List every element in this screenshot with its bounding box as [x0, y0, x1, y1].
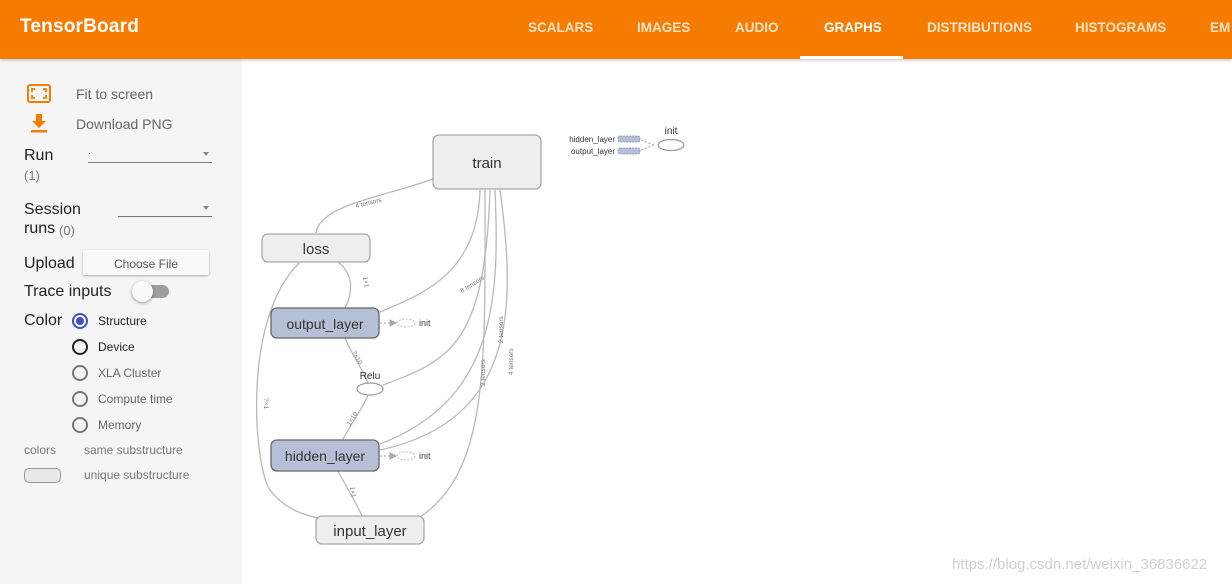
session-runs-label: Session — [24, 201, 81, 218]
run-count: (1) — [24, 168, 40, 183]
fit-to-screen-label: Fit to screen — [76, 86, 154, 102]
node-loss-label: loss — [303, 241, 330, 258]
edge-hidden-input — [337, 470, 363, 517]
top-app-bar: TensorBoard SCALARS IMAGES AUDIO GRAPHS … — [0, 0, 1232, 59]
color-radio-compute-time[interactable] — [72, 391, 88, 407]
active-tab-indicator — [800, 56, 903, 59]
tab-images[interactable]: IMAGES — [637, 20, 691, 35]
chevron-down-icon — [203, 152, 209, 156]
edge-label-hidden-input: 1×1 — [348, 486, 357, 498]
edge-label-train-hidden-b: 4 tensors — [508, 348, 515, 375]
color-option-xla-cluster: XLA Cluster — [98, 366, 162, 380]
edge-train-hidden-a — [379, 189, 497, 445]
node-hidden-layer[interactable]: hidden_layer — [270, 439, 380, 472]
edge-train-input — [419, 189, 486, 518]
sidebar: Fit to screen Download PNG Run (1) . Ses… — [0, 59, 242, 584]
run-label: Run — [24, 147, 54, 164]
edge-label-train-hidden-a: 2 tensors — [498, 316, 505, 343]
edge-label-train-output: 8 tensors — [459, 274, 486, 295]
unique-substructure-label: unique substructure — [84, 468, 190, 482]
edge-loss-input — [255, 261, 319, 519]
aux-input-output-layer: output_layer — [571, 147, 615, 156]
edge-train-loss — [315, 178, 434, 234]
tab-scalars[interactable]: SCALARS — [528, 20, 594, 35]
unique-substructure-swatch — [24, 468, 61, 483]
node-train[interactable]: train — [432, 134, 542, 190]
same-substructure-label: same substructure — [84, 443, 183, 457]
toggle-knob — [132, 281, 153, 302]
node-output-init[interactable]: init — [396, 318, 431, 328]
session-runs-label-2: runs — [24, 220, 56, 237]
edge-label-output-relu: ?×10 — [350, 350, 363, 367]
node-relu-label: Relu — [360, 371, 381, 382]
edge-label-loss-input: ?×1 — [262, 398, 269, 409]
trace-inputs-label: Trace inputs — [24, 283, 112, 300]
aux-output-stack — [617, 147, 641, 155]
edge-relu-train — [382, 189, 491, 386]
choose-file-button[interactable]: Choose File — [83, 250, 209, 275]
edge-loss-output — [337, 261, 352, 309]
color-radio-structure[interactable] — [72, 313, 88, 329]
edge-label-loss-output: 1×1 — [361, 276, 370, 288]
run-select[interactable]: . — [88, 145, 212, 163]
session-runs-select[interactable] — [118, 199, 212, 217]
graph-canvas[interactable]: 4 tensors 1×1 8 tensors ?×10 1×10 2 tens… — [242, 59, 1232, 584]
colors-legend-label: colors — [24, 443, 57, 457]
run-select-value: . — [88, 145, 92, 157]
color-radio-device[interactable] — [72, 339, 88, 355]
node-output-layer-label: output_layer — [286, 316, 363, 332]
tab-graphs[interactable]: GRAPHS — [824, 20, 882, 35]
aux-init-group[interactable]: hidden_layer output_layer init — [569, 126, 685, 156]
color-label: Color — [24, 312, 63, 329]
color-radio-memory[interactable] — [72, 417, 88, 433]
graph-edges — [255, 139, 655, 519]
aux-hidden-stack — [617, 135, 641, 143]
edge-train-output — [379, 189, 481, 313]
node-output-init-label: init — [419, 318, 431, 328]
chevron-down-icon — [203, 206, 209, 210]
aux-init-node — [657, 138, 685, 152]
upload-label: Upload — [24, 255, 75, 272]
node-input-layer-label: input_layer — [333, 523, 406, 540]
edge-init-group — [640, 139, 655, 151]
color-option-compute-time: Compute time — [98, 392, 173, 406]
edge-label-relu-hidden: 1×10 — [346, 411, 360, 427]
aux-init-label: init — [665, 126, 678, 137]
node-hidden-init-label: init — [419, 451, 431, 461]
color-option-device: Device — [98, 340, 135, 354]
edge-label-train-input: 2 tensors — [480, 359, 487, 386]
fit-screen-icon — [27, 84, 51, 103]
node-hidden-init[interactable]: init — [396, 451, 431, 461]
app-title: TensorBoard — [20, 16, 140, 37]
color-radio-xla-cluster[interactable] — [72, 365, 88, 381]
session-runs-count: (0) — [59, 223, 75, 238]
color-option-memory: Memory — [98, 418, 142, 432]
node-loss[interactable]: loss — [261, 233, 371, 263]
download-icon — [31, 114, 47, 133]
tab-distributions[interactable]: DISTRIBUTIONS — [927, 20, 1033, 35]
tab-audio[interactable]: AUDIO — [735, 20, 779, 35]
tab-embeddings[interactable]: EM — [1210, 20, 1231, 35]
node-hidden-layer-label: hidden_layer — [285, 448, 366, 464]
edge-output-relu — [344, 337, 369, 384]
color-option-structure: Structure — [98, 314, 147, 328]
aux-input-hidden-layer: hidden_layer — [569, 135, 615, 144]
node-train-label: train — [472, 155, 501, 172]
download-png-label: Download PNG — [76, 116, 173, 132]
tab-histograms[interactable]: HISTOGRAMS — [1075, 20, 1167, 35]
node-input-layer[interactable]: input_layer — [315, 515, 425, 545]
edge-train-hidden-b — [379, 189, 508, 451]
node-relu[interactable]: Relu — [356, 371, 384, 396]
watermark: https://blog.csdn.net/weixin_36836622 — [952, 556, 1208, 573]
edge-relu-hidden — [341, 394, 369, 442]
node-output-layer[interactable]: output_layer — [270, 307, 380, 339]
